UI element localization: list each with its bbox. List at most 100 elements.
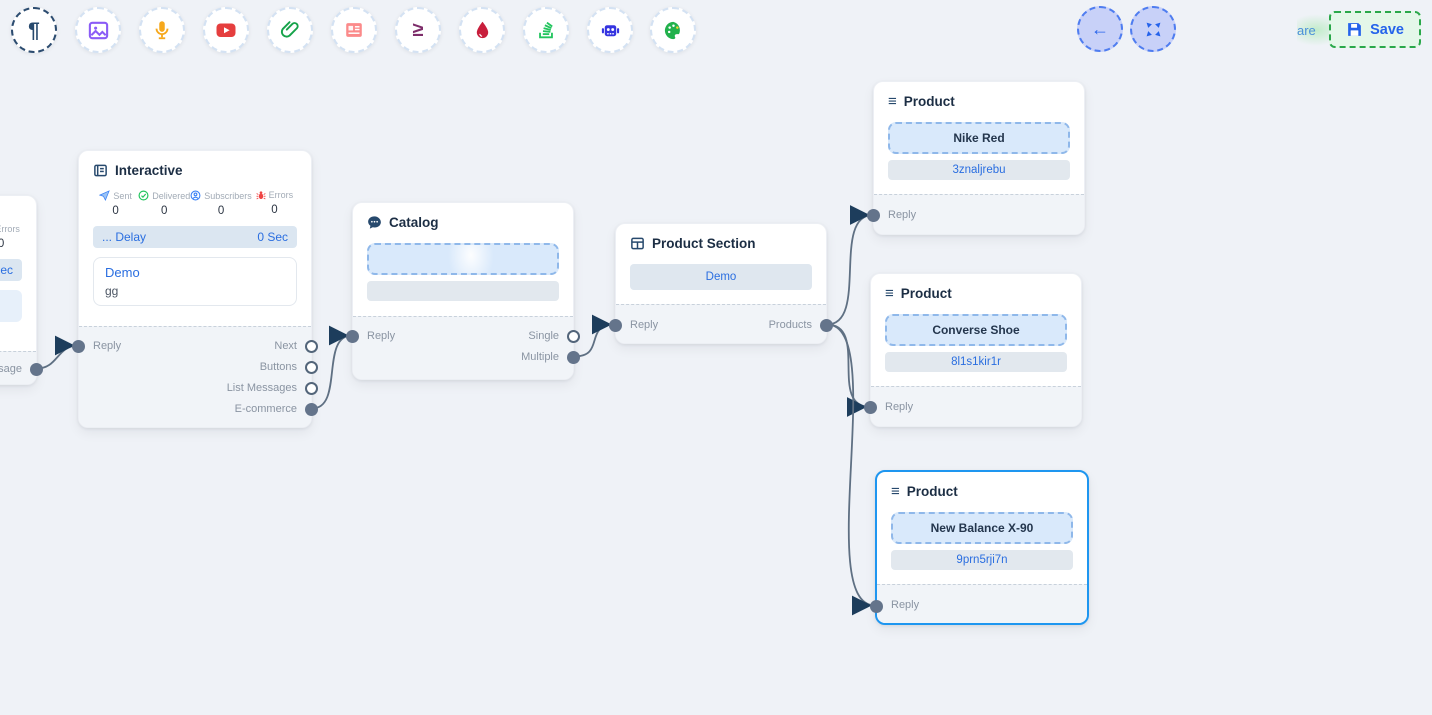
section-demo-button[interactable]: Demo	[630, 264, 812, 290]
input-label-reply: Reply	[630, 318, 659, 331]
save-label: Save	[1370, 21, 1404, 38]
handle-reply-input[interactable]	[870, 600, 883, 613]
product-name-box[interactable]: Nike Red	[888, 122, 1070, 154]
paperclip-icon	[280, 21, 299, 38]
interactive-icon	[94, 164, 107, 177]
node-left-partial[interactable]: Sent 0 Delivered 0 Subscribers 0 Errors …	[0, 195, 43, 385]
product-name-box[interactable]: Converse Shoe	[885, 314, 1067, 346]
fit-view-button[interactable]	[1130, 6, 1176, 52]
delay-row[interactable]: ... Delay 0 Sec	[93, 226, 297, 248]
input-label-reply: Reply	[891, 598, 920, 611]
node-product-3[interactable]: ≡ Product New Balance X-90 9prn5rji7n Re…	[870, 470, 1089, 625]
message-card[interactable]: Demo gg	[93, 257, 297, 306]
product-retailer-id: 8l1s1kir1r	[885, 352, 1067, 372]
product-retailer-id: 3znaljrebu	[888, 160, 1070, 180]
droplet-icon	[476, 21, 488, 38]
node-title-product-section: Product Section	[652, 236, 756, 251]
node-product-1[interactable]: ≡ Product Nike Red 3znaljrebu Reply	[867, 81, 1085, 235]
toolbar-condition-button[interactable]: ≥	[395, 7, 441, 53]
stat-delivered: Delivered 0	[138, 190, 190, 217]
handle-multiple-output[interactable]	[567, 351, 580, 364]
edge-products-to-product2-reply	[826, 323, 871, 417]
edge-products-to-product1-reply	[826, 205, 874, 326]
toolbar-template-button[interactable]	[331, 7, 377, 53]
check-circle-icon	[138, 190, 149, 201]
handle-reply-input[interactable]	[346, 330, 359, 343]
back-button[interactable]: ←	[1077, 6, 1123, 52]
catalog-icon	[368, 216, 381, 229]
product-icon: ≡	[891, 483, 900, 500]
node-interactive[interactable]: Interactive Sent 0 Delivered 0	[72, 150, 318, 428]
toolbar-video-button[interactable]	[203, 7, 249, 53]
input-label-reply: Reply	[888, 209, 917, 221]
toolbar-stack-button[interactable]	[523, 7, 569, 53]
toolbar-audio-button[interactable]	[139, 7, 185, 53]
product-retailer-id: 9prn5rji7n	[891, 550, 1073, 570]
subscriber-icon	[190, 190, 201, 201]
product-icon: ≡	[888, 93, 897, 110]
compress-icon	[1146, 22, 1160, 36]
delay-row[interactable]: ... Delay 0 Sec	[0, 259, 22, 281]
microphone-icon	[155, 21, 169, 40]
input-label-reply: Reply	[367, 329, 396, 342]
input-label-reply: Reply	[885, 401, 914, 413]
stack-icon	[539, 21, 553, 39]
output-label-list-messages: List Messages	[226, 381, 297, 394]
handle-reply-input[interactable]	[864, 401, 877, 414]
output-label-buttons: Buttons	[259, 360, 297, 373]
text-pilcrow-icon: ¶	[28, 18, 40, 42]
output-label-products: Products	[768, 318, 812, 331]
output-label-multiple: Multiple	[521, 350, 559, 363]
handle-ecommerce-output[interactable]	[305, 403, 318, 416]
node-title-product: Product	[900, 286, 952, 301]
catalog-drop-area[interactable]	[367, 243, 559, 275]
node-title-product: Product	[903, 94, 955, 109]
node-title-product: Product	[906, 484, 958, 499]
delay-value: 0 Sec	[257, 230, 288, 244]
stat-subscribers: Subscribers 0	[190, 190, 252, 217]
toolbar-image-button[interactable]	[75, 7, 121, 53]
handle-next-output[interactable]	[305, 340, 318, 353]
toolbar-theme-button[interactable]	[650, 7, 696, 53]
output-label-single: Single	[528, 329, 559, 342]
send-icon	[99, 190, 111, 201]
node-product-section[interactable]: Product Section Demo Reply Products	[609, 223, 833, 344]
handle-message-output[interactable]	[30, 363, 43, 376]
back-arrow-icon: ←	[1091, 18, 1109, 39]
node-product-2[interactable]: ≡ Product Converse Shoe 8l1s1kir1r Reply	[864, 273, 1082, 427]
stat-errors: Errors 0	[252, 190, 297, 217]
node-catalog[interactable]: Catalog Reply Single Multiple	[346, 202, 580, 380]
message-card-body: gg	[105, 284, 119, 298]
handle-single-output[interactable]	[567, 330, 580, 343]
toolbar-bot-button[interactable]	[587, 7, 633, 53]
robot-icon	[601, 24, 619, 36]
edge-products-to-product3-reply	[826, 323, 876, 616]
toolbar-text-button[interactable]: ¶	[11, 7, 57, 53]
toolbar-file-button[interactable]	[267, 7, 313, 53]
youtube-icon	[216, 23, 236, 37]
stat-errors: Errors 0	[0, 224, 20, 250]
drag-ghost	[447, 245, 494, 273]
save-button[interactable]: Save	[1329, 11, 1421, 48]
handle-list-messages-output[interactable]	[305, 382, 318, 395]
product-section-icon	[631, 237, 644, 250]
handle-products-output[interactable]	[820, 319, 833, 332]
handle-reply-input[interactable]	[72, 340, 85, 353]
greater-equal-icon: ≥	[412, 19, 424, 41]
palette-icon	[664, 21, 680, 39]
handle-buttons-output[interactable]	[305, 361, 318, 374]
output-label-ecommerce: E-commerce	[234, 402, 297, 415]
quick-reply-placeholder	[0, 290, 22, 322]
node-title-interactive: Interactive	[115, 163, 183, 178]
delay-label: ... Delay	[102, 230, 147, 244]
bug-icon	[256, 191, 266, 200]
edge-ecommerce-to-catalog-reply	[311, 325, 353, 410]
handle-reply-input[interactable]	[867, 209, 880, 222]
output-label-next: Next	[274, 339, 297, 352]
product-name-box[interactable]: New Balance X-90	[891, 512, 1073, 544]
newspaper-icon	[346, 23, 362, 37]
image-icon	[88, 21, 108, 39]
handle-reply-input[interactable]	[609, 319, 622, 332]
node-title-catalog: Catalog	[389, 215, 439, 230]
toolbar-droplet-button[interactable]	[459, 7, 505, 53]
